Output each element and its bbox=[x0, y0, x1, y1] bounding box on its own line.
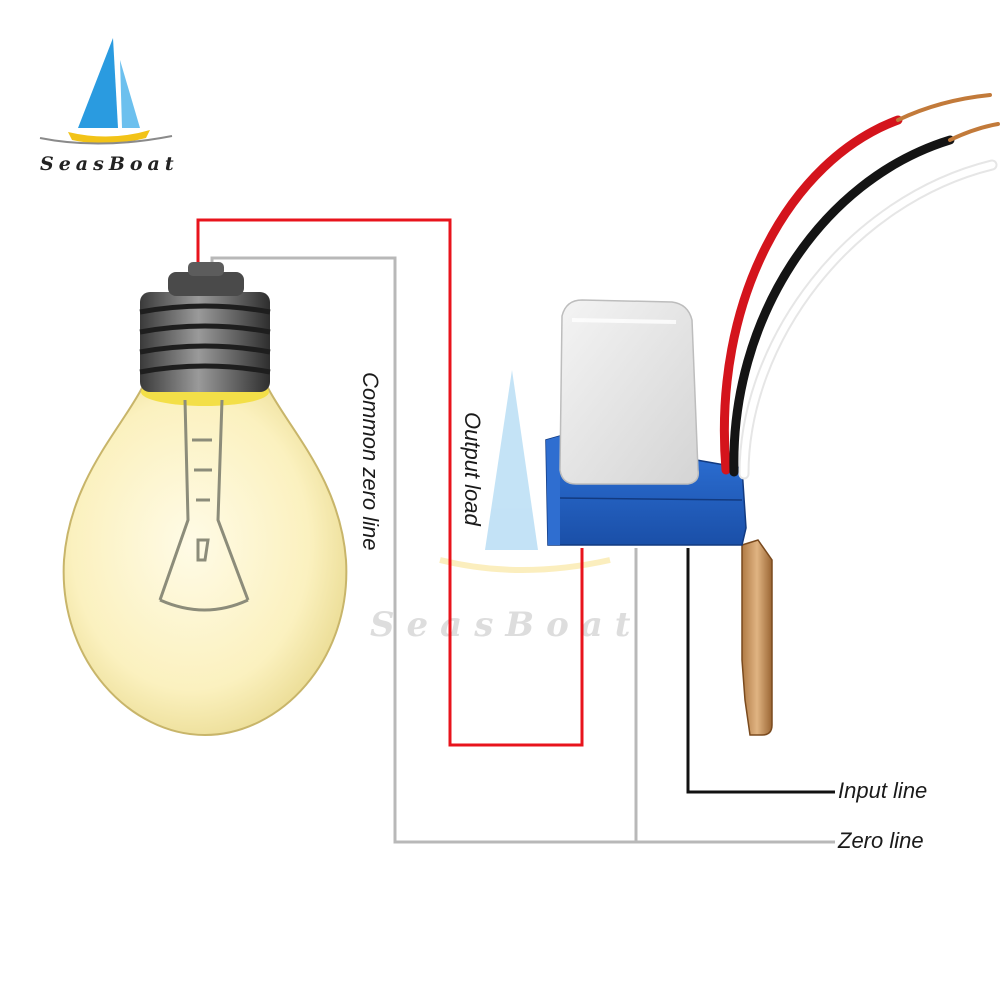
brand-name: SeasBoat bbox=[40, 153, 179, 175]
lead-red bbox=[719, 115, 903, 475]
input-wire bbox=[686, 548, 835, 794]
label-zero-line: Zero line bbox=[837, 828, 924, 853]
sail-icon bbox=[78, 38, 118, 128]
live-wire bbox=[196, 218, 584, 747]
label-input-line: Input line bbox=[838, 778, 927, 803]
lead-white bbox=[738, 159, 998, 480]
brand-logo: SeasBoat bbox=[39, 38, 179, 175]
sensor-cap bbox=[559, 299, 700, 485]
watermark-text: SeasBoat bbox=[370, 605, 643, 645]
label-common-zero-line: Common zero line bbox=[358, 372, 383, 551]
watermark: SeasBoat bbox=[370, 370, 643, 645]
light-bulb-icon bbox=[62, 262, 348, 737]
label-output-load: Output load bbox=[460, 412, 485, 527]
sensor-leads bbox=[719, 93, 1000, 480]
lead-black bbox=[729, 135, 955, 477]
sensor-bracket bbox=[741, 539, 773, 736]
filament bbox=[158, 399, 250, 612]
photocell-switch-icon bbox=[545, 299, 773, 736]
